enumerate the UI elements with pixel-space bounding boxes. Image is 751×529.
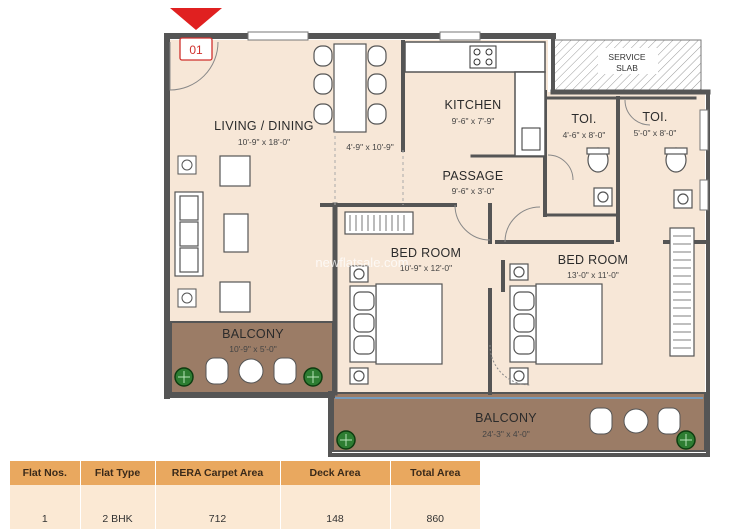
sofa (174, 155, 251, 313)
bedroom-1-label: BED ROOM (391, 246, 461, 260)
header-flat-nos: Flat Nos. (10, 461, 81, 485)
kitchen-label: KITCHEN (445, 98, 502, 112)
stove (469, 45, 497, 69)
lamps (177, 155, 197, 308)
service-slab-label-1: SERVICE (608, 52, 645, 62)
kitchen-dims: 9'-6" x 7'-9" (452, 116, 495, 126)
doors (454, 99, 651, 386)
bed-1 (349, 265, 443, 385)
cell-rera-carpet-area: 712 (155, 485, 281, 529)
kitchen-sink (521, 127, 541, 151)
header-deck-area: Deck Area (280, 461, 391, 485)
dining-zone-dims: 4'-9" x 10'-9" (346, 142, 394, 152)
service-slab-label-2: SLAB (616, 63, 638, 73)
balcony-1-label: BALCONY (222, 327, 284, 341)
bedroom-2-dims: 13'-0" x 11'-0" (567, 270, 619, 280)
toilet-fixtures (586, 147, 693, 209)
bedroom-1-dims: 10'-9" x 12'-0" (400, 263, 452, 273)
wardrobe-1 (344, 211, 414, 235)
dining-table (333, 43, 367, 133)
table-row: 1 2 BHK 712 148 860 (10, 485, 480, 529)
living-dining-label: LIVING / DINING (214, 119, 314, 133)
passage-dims: 9'-6" x 3'-0" (452, 186, 495, 196)
balcony-1-furniture (205, 357, 297, 385)
header-total-area: Total Area (390, 461, 480, 485)
balcony-2-furniture (589, 407, 681, 435)
bed-2 (509, 263, 603, 385)
flat-number-tag (179, 37, 213, 61)
table-header-row: Flat Nos. Flat Type RERA Carpet Area Dec… (10, 461, 480, 485)
cell-flat-type: 2 BHK (80, 485, 156, 529)
header-flat-type: Flat Type (80, 461, 156, 485)
living-dining-dims: 10'-9" x 18'-0" (238, 137, 290, 147)
balcony-2-label: BALCONY (475, 411, 537, 425)
walls (164, 33, 711, 457)
flat-number-text: 01 (189, 43, 203, 57)
watermark: newflatsale.com (315, 255, 408, 270)
toilet-1-dims: 4'-6" x 8'-0" (563, 130, 606, 140)
toilet-2-label: TOI. (642, 110, 667, 124)
cell-flat-no: 1 (10, 485, 81, 529)
balcony-1-dims: 10'-9" x 5'-0" (229, 344, 277, 354)
toilet-2-dims: 5'-0" x 8'-0" (634, 128, 677, 138)
cell-total-area: 860 (390, 485, 480, 529)
bedroom-2-label: BED ROOM (558, 253, 628, 267)
toilet-1-label: TOI. (571, 112, 596, 126)
area-table: Flat Nos. Flat Type RERA Carpet Area Dec… (10, 461, 480, 529)
passage-label: PASSAGE (443, 169, 504, 183)
cell-deck-area: 148 (280, 485, 391, 529)
balcony-2-dims: 24'-3" x 4'-0" (482, 429, 530, 439)
floor-plan: 01 LIVING / DINING 10'-9" x 18'-0" 4'-9"… (164, 8, 711, 457)
entry-door (169, 41, 219, 91)
header-rera-carpet-area: RERA Carpet Area (155, 461, 281, 485)
dining-chairs (313, 45, 387, 125)
entry-marker-icon (170, 8, 222, 30)
